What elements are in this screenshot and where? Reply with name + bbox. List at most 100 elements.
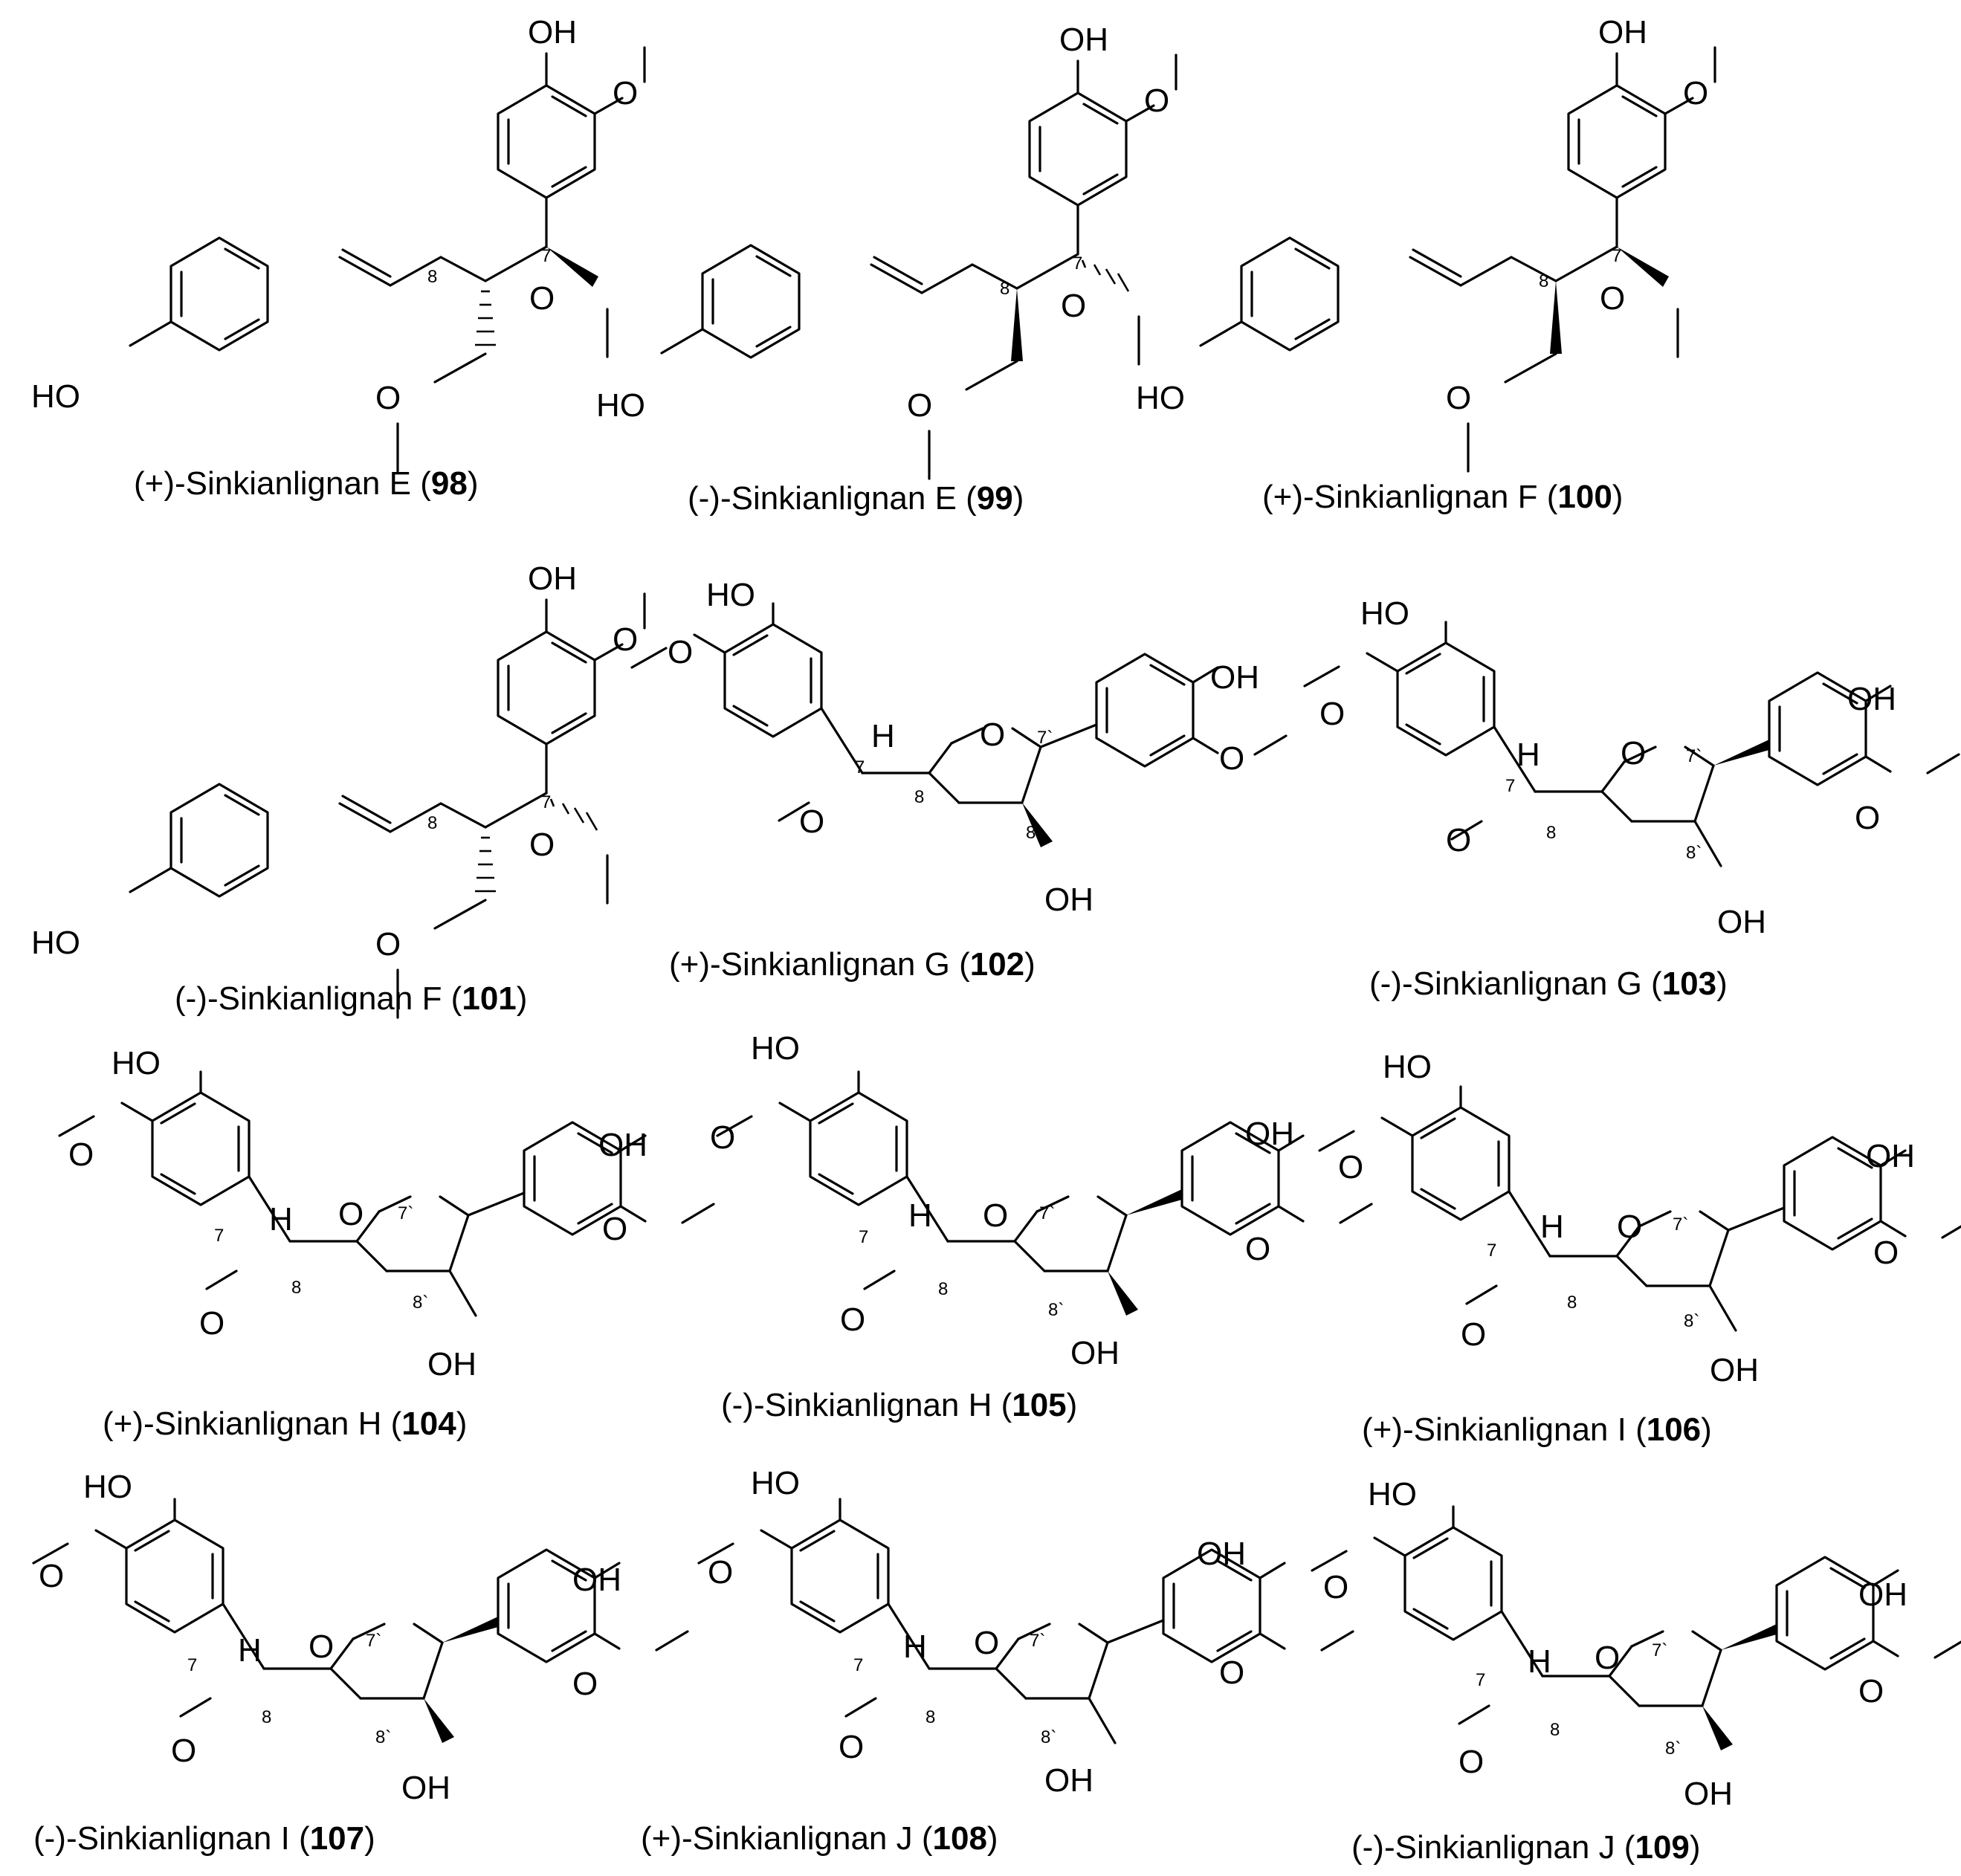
structure-98 bbox=[338, 46, 646, 473]
oxygen-label: O bbox=[39, 1558, 64, 1594]
structure-102 bbox=[630, 602, 1288, 847]
hydroxyl-label: HO bbox=[112, 1045, 161, 1081]
hydrogen-label: H bbox=[238, 1632, 262, 1669]
hydroxyl-label: OH bbox=[1210, 659, 1259, 696]
locant-7: 7 bbox=[541, 246, 551, 266]
hydroxyl-label: OH bbox=[1197, 1536, 1246, 1572]
oxygen-label: O bbox=[1458, 1744, 1484, 1780]
oxygen-label: O bbox=[1061, 288, 1086, 324]
oxygen-label: O bbox=[708, 1554, 733, 1591]
hydroxyl-label: HO bbox=[596, 387, 645, 424]
locant-8: 8 bbox=[1000, 279, 1009, 299]
oxygen-label: O bbox=[1323, 1569, 1348, 1605]
oxygen-label: O bbox=[983, 1197, 1008, 1234]
locant-7: 7 bbox=[1073, 253, 1082, 274]
oxygen-label: O bbox=[907, 387, 932, 424]
oxygen-label: O bbox=[1621, 735, 1646, 772]
oxygen-label: O bbox=[199, 1305, 224, 1342]
locant-8: 8 bbox=[1539, 271, 1548, 291]
oxygen-label: O bbox=[1245, 1231, 1270, 1267]
locant-8-prime: 8` bbox=[1665, 1738, 1681, 1759]
locant-7: 7 bbox=[853, 1655, 863, 1675]
locant-7: 7 bbox=[855, 757, 865, 777]
locant-8: 8 bbox=[427, 813, 437, 833]
phenol-ring-98 bbox=[129, 236, 269, 352]
oxygen-label: O bbox=[1855, 800, 1880, 836]
locant-7: 7 bbox=[1487, 1241, 1496, 1261]
hydroxyl-label: OH bbox=[1866, 1138, 1915, 1174]
hydrogen-label: H bbox=[903, 1628, 927, 1665]
oxygen-label: O bbox=[1219, 740, 1244, 777]
structure-106 bbox=[1318, 1085, 1961, 1332]
locant-7-prime: 7` bbox=[1652, 1640, 1667, 1660]
oxygen-label: O bbox=[308, 1628, 334, 1665]
compound-caption: (+)-Sinkianlignan E (98) bbox=[134, 465, 478, 502]
oxygen-label: O bbox=[1144, 83, 1169, 119]
oxygen-label: O bbox=[980, 717, 1005, 753]
hydroxyl-label: HO bbox=[31, 378, 80, 415]
hydrogen-label: H bbox=[1528, 1643, 1551, 1680]
locant-7: 7 bbox=[1505, 776, 1515, 796]
locant-8-prime: 8` bbox=[1026, 823, 1041, 843]
hydroxyl-label: HO bbox=[1136, 380, 1185, 416]
locant-8-prime: 8` bbox=[1048, 1300, 1064, 1320]
hydrogen-label: H bbox=[908, 1197, 932, 1234]
oxygen-label: O bbox=[572, 1666, 598, 1702]
hydroxyl-label: OH bbox=[528, 14, 577, 51]
oxygen-label: O bbox=[1446, 380, 1471, 416]
compound-caption: (-)-Sinkianlignan H (105) bbox=[721, 1387, 1077, 1423]
oxygen-label: O bbox=[1683, 75, 1708, 111]
oxygen-label: O bbox=[1461, 1316, 1486, 1353]
locant-7-prime: 7` bbox=[1686, 746, 1702, 766]
oxygen-label: O bbox=[840, 1301, 865, 1338]
oxygen-label: O bbox=[668, 634, 693, 670]
locant-7-prime: 7` bbox=[1039, 1203, 1055, 1223]
locant-8-prime: 8` bbox=[1684, 1311, 1699, 1331]
locant-7: 7 bbox=[1476, 1670, 1485, 1690]
locant-8: 8 bbox=[938, 1279, 948, 1299]
hydroxyl-label: OH bbox=[1070, 1335, 1120, 1371]
hydroxyl-label: OH bbox=[1684, 1776, 1733, 1812]
locant-8: 8 bbox=[262, 1707, 271, 1727]
oxygen-label: O bbox=[1319, 696, 1345, 732]
structure-105 bbox=[716, 1070, 1373, 1316]
oxygen-label: O bbox=[1338, 1149, 1363, 1186]
oxygen-label: O bbox=[375, 380, 401, 416]
locant-7: 7 bbox=[541, 792, 551, 812]
hydroxyl-label: HO bbox=[1383, 1049, 1432, 1085]
oxygen-label: O bbox=[1600, 280, 1625, 317]
oxygen-label: O bbox=[799, 803, 824, 840]
structure-104 bbox=[58, 1070, 715, 1317]
locant-8-prime: 8` bbox=[1686, 843, 1702, 863]
oxygen-label: O bbox=[839, 1729, 864, 1765]
compound-caption: (-)-Sinkianlignan J (109) bbox=[1351, 1829, 1701, 1866]
oxygen-label: O bbox=[974, 1625, 999, 1661]
locant-8: 8 bbox=[914, 787, 924, 807]
oxygen-label: O bbox=[602, 1211, 627, 1247]
oxygen-label: O bbox=[1595, 1640, 1620, 1676]
locant-8: 8 bbox=[291, 1278, 301, 1298]
compound-caption: (+)-Sinkianlignan I (106) bbox=[1362, 1411, 1712, 1448]
locant-7: 7 bbox=[187, 1655, 197, 1675]
locant-8: 8 bbox=[427, 267, 437, 287]
compound-caption: (+)-Sinkianlignan J (108) bbox=[641, 1820, 998, 1857]
compound-caption: (-)-Sinkianlignan G (103) bbox=[1369, 966, 1728, 1002]
oxygen-label: O bbox=[613, 621, 638, 658]
oxygen-label: O bbox=[710, 1119, 735, 1156]
locant-7-prime: 7` bbox=[1037, 728, 1053, 748]
oxygen-label: O bbox=[68, 1136, 94, 1173]
compound-caption: (+)-Sinkianlignan H (104) bbox=[103, 1406, 467, 1442]
structure-108 bbox=[697, 1498, 1354, 1744]
hydrogen-label: H bbox=[1516, 737, 1540, 773]
structure-99 bbox=[870, 54, 1177, 480]
locant-8: 8 bbox=[1567, 1293, 1577, 1313]
phenol-ring-101 bbox=[129, 783, 269, 898]
locant-8-prime: 8` bbox=[413, 1293, 428, 1313]
structure-101 bbox=[338, 592, 646, 1019]
oxygen-label: O bbox=[613, 75, 638, 111]
hydroxyl-label: HO bbox=[83, 1469, 132, 1505]
locant-7: 7 bbox=[859, 1227, 868, 1247]
compound-caption: (+)-Sinkianlignan F (100) bbox=[1262, 479, 1623, 515]
compound-caption: (+)-Sinkianlignan G (102) bbox=[669, 946, 1036, 983]
